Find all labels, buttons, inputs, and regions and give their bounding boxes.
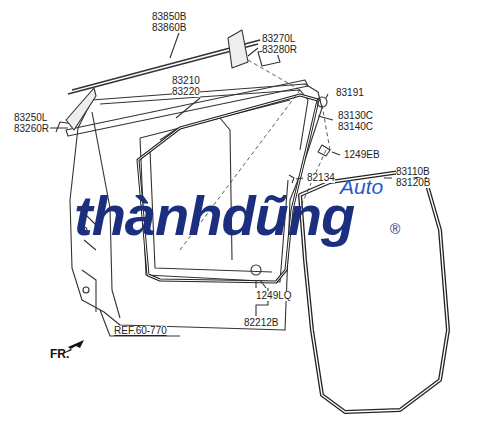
callout-number: 1249EB [344, 150, 380, 160]
callout-number: 83860B [152, 23, 186, 33]
reference-note: REF.60-770 [114, 326, 167, 336]
callout-number: 83210 [172, 76, 200, 86]
callout-number: 82212B [244, 318, 278, 328]
callout-number: 83120B [396, 178, 430, 188]
watermark: thànhdũng [74, 188, 354, 244]
callout-number: 83850B [152, 12, 186, 22]
callout-number: 83140C [338, 122, 373, 132]
watermark-mark: ® [390, 222, 400, 236]
callout-number: 83250L [14, 113, 47, 123]
watermark-sub: Auto [340, 176, 383, 197]
callout-number: 83130C [338, 111, 373, 121]
callout-number: 83220 [172, 87, 200, 97]
callout-number: 1249LQ [256, 291, 292, 301]
callout-number: 83280R [262, 45, 297, 55]
callout-number: 83260R [14, 124, 49, 134]
direction-label: FR. [50, 348, 69, 360]
callout-number: 83110B [396, 167, 430, 177]
callout-number: 82134 [307, 173, 335, 183]
callout-number: 83270L [262, 34, 295, 44]
callout-number: 83191 [336, 88, 364, 98]
